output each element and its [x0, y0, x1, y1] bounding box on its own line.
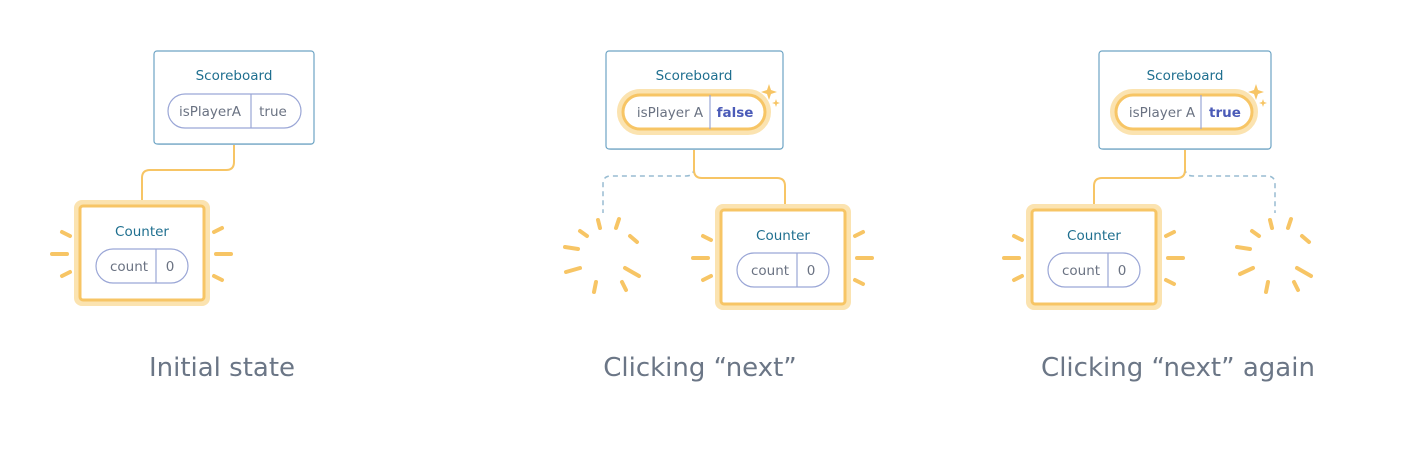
- state-name: count: [1062, 263, 1100, 279]
- state-name: count: [751, 263, 789, 279]
- sparkle-icon: [1248, 84, 1267, 107]
- panel-clicking-next: Scoreboard isPlayer A false: [563, 50, 874, 383]
- panel-caption: Clicking “next”: [603, 353, 797, 383]
- tree-connector: [693, 150, 786, 210]
- scoreboard-component: Scoreboard isPlayer A false: [605, 50, 784, 150]
- scoreboard-state-pill: isPlayer A false: [617, 89, 771, 135]
- counter-component: Counter count 0: [50, 200, 233, 306]
- counter-state-pill: count 0: [736, 252, 830, 288]
- scoreboard-state-pill: isPlayer A true: [1110, 89, 1258, 135]
- panel-clicking-next-again: Scoreboard isPlayer A true Counter count: [1002, 50, 1315, 383]
- state-name: isPlayer A: [1129, 105, 1196, 121]
- burst-rays-icon: [1002, 230, 1185, 286]
- counter-component: Counter count 0: [691, 204, 874, 310]
- removed-connector: [1184, 167, 1276, 213]
- scoreboard-state-pill: isPlayerA true: [167, 93, 302, 129]
- state-name: count: [110, 259, 148, 275]
- removed-component-burst-icon: [563, 217, 641, 294]
- state-value: true: [1209, 105, 1241, 121]
- counter-state-pill: count 0: [1047, 252, 1141, 288]
- scoreboard-title: Scoreboard: [196, 68, 273, 84]
- counter-title: Counter: [756, 228, 810, 244]
- state-value: false: [717, 105, 754, 121]
- state-value: 0: [166, 259, 175, 275]
- scoreboard-title: Scoreboard: [1147, 68, 1224, 84]
- burst-rays-icon: [691, 230, 874, 286]
- counter-title: Counter: [115, 224, 169, 240]
- state-name: isPlayerA: [179, 104, 242, 120]
- scoreboard-title: Scoreboard: [656, 68, 733, 84]
- tree-connector: [141, 144, 235, 207]
- sparkle-icon: [761, 84, 780, 107]
- counter-title: Counter: [1067, 228, 1121, 244]
- removed-connector: [602, 167, 695, 213]
- state-value: 0: [807, 263, 816, 279]
- scoreboard-component: Scoreboard isPlayerA true: [153, 50, 315, 145]
- removed-component-burst-icon: [1235, 217, 1313, 294]
- state-value: true: [259, 104, 287, 120]
- panel-initial-state: Scoreboard isPlayerA true Counter count …: [50, 50, 315, 383]
- panel-caption: Clicking “next” again: [1041, 353, 1315, 383]
- counter-state-pill: count 0: [95, 248, 189, 284]
- state-value: 0: [1118, 263, 1127, 279]
- burst-rays-icon: [50, 226, 233, 282]
- scoreboard-component: Scoreboard isPlayer A true: [1098, 50, 1272, 150]
- tree-connector: [1093, 150, 1186, 210]
- counter-component: Counter count 0: [1002, 204, 1185, 310]
- state-name: isPlayer A: [637, 105, 704, 121]
- panel-caption: Initial state: [149, 353, 295, 383]
